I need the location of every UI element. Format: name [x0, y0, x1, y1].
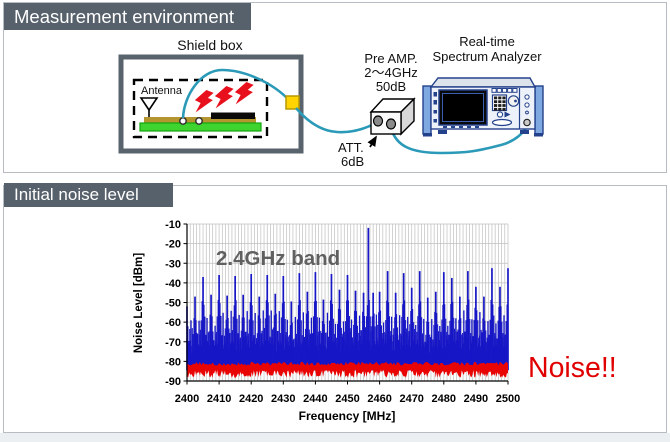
chart-axes [183, 223, 509, 385]
cable-preamp-to-analyzer [389, 125, 529, 155]
svg-text:2410: 2410 [207, 393, 231, 405]
antenna-label: Antenna [141, 85, 183, 97]
interference-bolts-icon [194, 82, 254, 113]
svg-text:2490: 2490 [464, 393, 488, 405]
analyzer-label-line1: Real-time [459, 34, 515, 49]
chart-series [186, 227, 509, 378]
section-title-text: Measurement environment [14, 5, 235, 27]
svg-text:2450: 2450 [335, 393, 359, 405]
analyzer-label-line2: Spectrum Analyzer [432, 49, 542, 64]
measurement-setup-diagram: Shield box Antenna Pre AMP. 2〜4GHz 50dB … [118, 34, 544, 169]
noise-callout: Noise!! [528, 352, 617, 384]
svg-text:-30: -30 [165, 258, 181, 270]
att-label-line1: ATT. [338, 140, 364, 155]
svg-text:-20: -20 [165, 239, 181, 251]
svg-text:-60: -60 [165, 317, 181, 329]
preamp-label-line1: Pre AMP. [364, 51, 417, 66]
cable-board-to-connector [181, 68, 291, 119]
cable-connector-to-preamp [295, 107, 375, 134]
spectrum-analyzer-icon [422, 77, 544, 137]
svg-text:-70: -70 [165, 337, 181, 349]
svg-text:-80: -80 [165, 356, 181, 368]
svg-text:-10: -10 [165, 219, 181, 231]
pcb-board [139, 112, 262, 132]
svg-text:2480: 2480 [432, 393, 456, 405]
preamp-label-line2: 2〜4GHz [364, 65, 417, 80]
svg-text:-90: -90 [165, 376, 181, 388]
svg-text:2470: 2470 [399, 393, 423, 405]
preamp-label-line3: 50dB [376, 79, 406, 94]
preamp-box [369, 97, 416, 136]
y-axis-title: Noise Level [dBm] [133, 253, 145, 353]
svg-text:-40: -40 [165, 278, 181, 290]
chart-tick-labels: -10 -20 -30 -40 -50 -60 -70 -80 -90 2400 2410 2420 2… [165, 219, 520, 405]
att-label-line2: 6dB [341, 154, 364, 169]
page-background-strip [0, 433, 670, 442]
att-arrow [367, 135, 377, 148]
svg-text:-50: -50 [165, 298, 181, 310]
svg-text:2400: 2400 [175, 393, 199, 405]
svg-text:2500: 2500 [496, 393, 520, 405]
section-title-text: Initial noise level [14, 185, 139, 204]
measurement-environment-panel [3, 2, 667, 173]
feedthrough-connector [285, 95, 300, 110]
band-annotation: 2.4GHz band [216, 247, 340, 270]
shield-box-label: Shield box [177, 37, 242, 53]
section-title-initial-noise-level: Initial noise level [4, 183, 173, 207]
section-title-measurement-environment: Measurement environment [4, 3, 251, 30]
noise-level-chart: -10 -20 -30 -40 -50 -60 -70 -80 -90 2400 2410 2420 2… [133, 219, 520, 423]
svg-text:2420: 2420 [239, 393, 263, 405]
x-axis-title: Frequency [MHz] [299, 409, 396, 423]
svg-text:2460: 2460 [367, 393, 391, 405]
svg-text:2430: 2430 [271, 393, 295, 405]
svg-text:2440: 2440 [303, 393, 327, 405]
